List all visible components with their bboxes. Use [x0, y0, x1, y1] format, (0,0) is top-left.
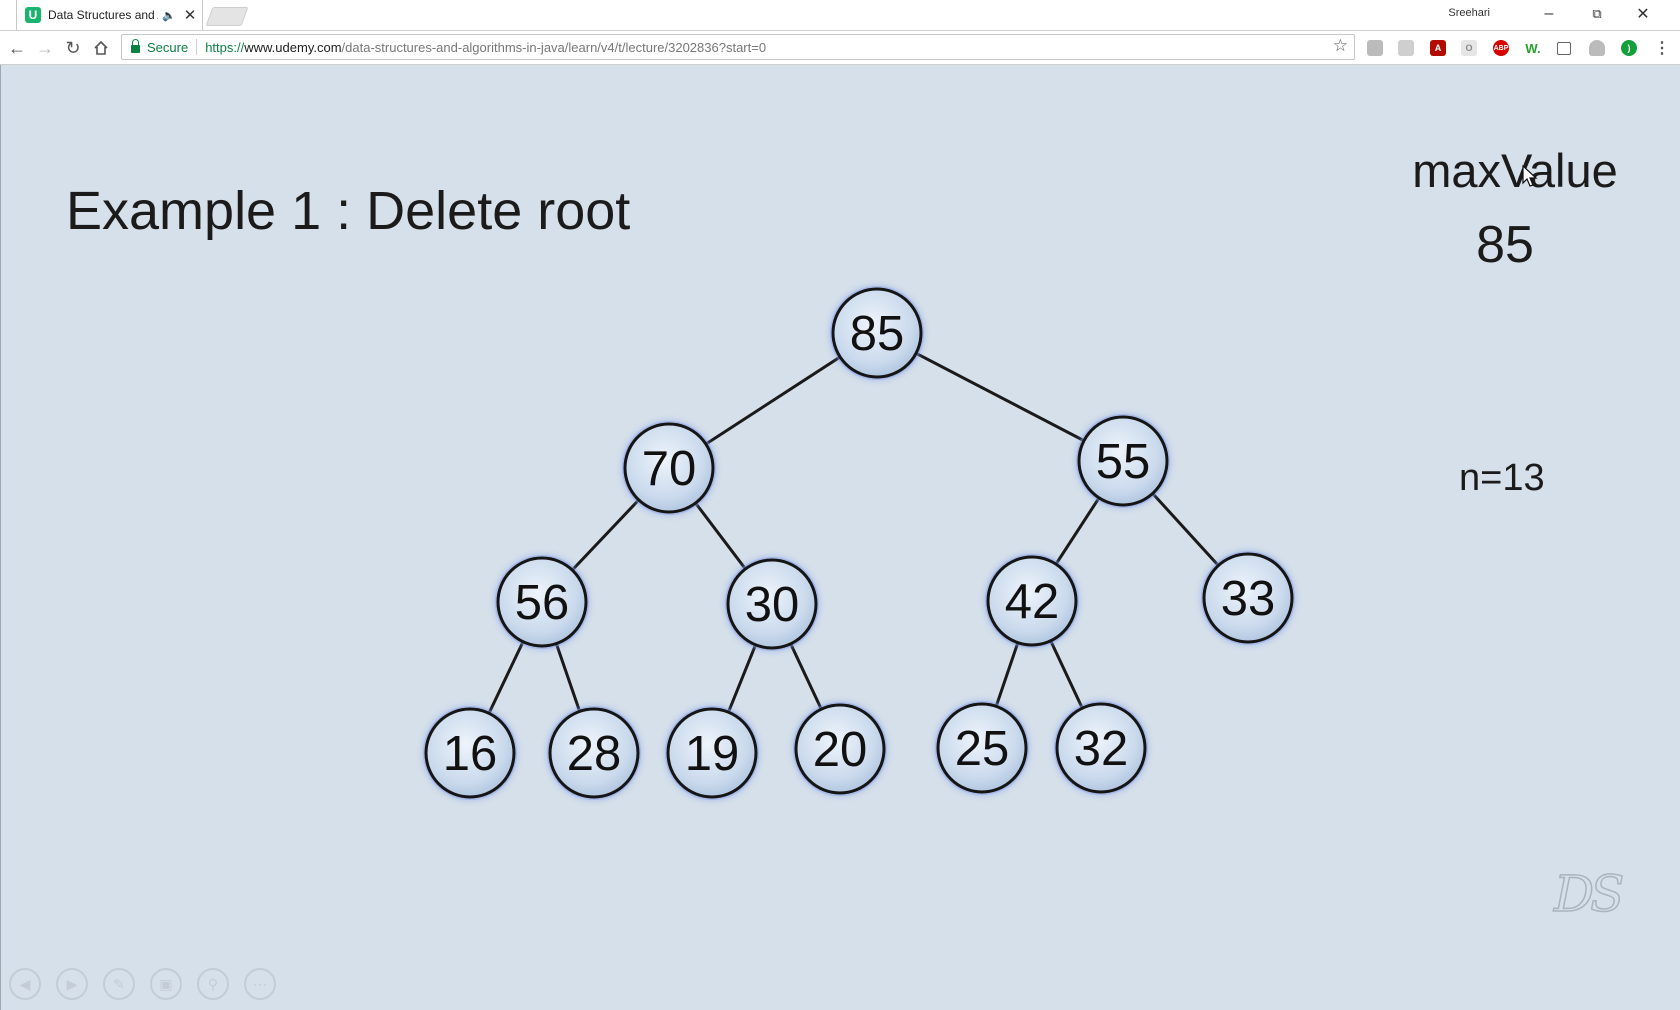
node-value: 20	[813, 723, 868, 777]
extension-icon[interactable]	[1398, 40, 1414, 56]
node-value: 30	[745, 578, 800, 632]
browser-tab[interactable]: U Data Structures and A 🔈 ✕	[16, 0, 203, 30]
node-value: 32	[1074, 722, 1129, 776]
zoom-button[interactable]: ⚲	[197, 968, 229, 1000]
mouse-cursor-icon	[1522, 165, 1538, 187]
node-circle	[726, 558, 818, 650]
tree-node: 55	[1076, 414, 1170, 508]
ds-logo-watermark: DS	[1553, 864, 1625, 924]
minimize-button[interactable]: –	[1544, 5, 1554, 22]
node-value: 25	[955, 722, 1010, 776]
adblock-icon[interactable]: ABP	[1493, 40, 1509, 56]
close-window-button[interactable]: ✕	[1636, 6, 1650, 23]
node-value: 28	[567, 727, 622, 781]
node-circle	[1055, 702, 1147, 794]
tree-node: 19	[665, 706, 759, 800]
menu-icon[interactable]: ⋮	[1654, 40, 1670, 57]
pdf-extension-icon[interactable]: A	[1430, 40, 1446, 56]
reload-button[interactable]: ↻	[65, 37, 81, 58]
node-circle	[623, 422, 715, 514]
node-circle	[424, 707, 516, 799]
tree-node: 70	[622, 421, 716, 515]
url-text[interactable]: https://www.udemy.com/data-structures-an…	[205, 39, 767, 55]
home-button[interactable]	[89, 36, 113, 60]
node-circle	[1202, 552, 1294, 644]
node-value: 16	[443, 727, 498, 781]
tree-node: 20	[793, 702, 887, 796]
lecture-slide: Example 1 : Delete root maxValue 85 n=13…	[0, 65, 1680, 1010]
profile-name[interactable]: Sreehari	[1448, 7, 1490, 19]
node-value: 42	[1005, 575, 1060, 629]
tree-node: 85	[830, 286, 924, 380]
heap-size-label: n=13	[1459, 457, 1545, 499]
more-options-button[interactable]: ⋯	[244, 968, 276, 1000]
extension-w-icon[interactable]: W.	[1525, 40, 1541, 56]
back-button[interactable]: ←	[8, 37, 26, 58]
restore-button[interactable]: ⧉	[1592, 6, 1602, 21]
cloud-extension-icon[interactable]	[1589, 40, 1605, 56]
audio-extension-icon[interactable]: )	[1621, 40, 1637, 56]
forward-button[interactable]: →	[36, 37, 54, 58]
cast-icon[interactable]	[1557, 42, 1571, 55]
tree-node: 42	[985, 554, 1079, 648]
node-circle	[986, 555, 1078, 647]
speaker-icon[interactable]: 🔈	[162, 9, 176, 22]
tab-close-icon[interactable]: ✕	[183, 6, 197, 24]
extension-icon[interactable]: O	[1461, 40, 1477, 56]
node-circle	[666, 707, 758, 799]
slides-view-button[interactable]: ▣	[150, 968, 182, 1000]
node-value: 33	[1221, 572, 1276, 626]
new-tab-button[interactable]	[205, 7, 249, 26]
node-circle	[794, 703, 886, 795]
tree-node: 33	[1201, 551, 1295, 645]
node-circle	[548, 707, 640, 799]
prev-slide-button[interactable]: ◀	[9, 968, 41, 1000]
node-value: 85	[850, 307, 905, 361]
tree-node: 16	[423, 706, 517, 800]
next-slide-button[interactable]: ▶	[56, 968, 88, 1000]
tree-node: 32	[1054, 701, 1148, 795]
node-circle	[496, 556, 588, 648]
tree-node: 30	[725, 557, 819, 651]
presentation-controls: ◀ ▶ ✎ ▣ ⚲ ⋯	[9, 968, 291, 1000]
node-circle	[831, 287, 923, 379]
secure-label: Secure	[147, 39, 189, 55]
node-circle	[1077, 415, 1169, 507]
node-value: 56	[515, 576, 570, 630]
maxvalue-value: 85	[1476, 216, 1534, 274]
tab-title: Data Structures and A	[48, 8, 158, 22]
lock-icon	[131, 39, 140, 53]
tab-strip: U Data Structures and A 🔈 ✕ Sreehari – ⧉…	[0, 0, 1680, 31]
browser-toolbar: ← → ↻ Secure https://www.udemy.com/data-…	[0, 31, 1680, 65]
tree-node: 25	[935, 701, 1029, 795]
tree-node: 56	[495, 555, 589, 649]
tree-node: 28	[547, 706, 641, 800]
bookmark-star-icon[interactable]: ☆	[1332, 36, 1348, 55]
udemy-favicon-icon: U	[25, 7, 41, 23]
pen-tool-button[interactable]: ✎	[103, 968, 135, 1000]
home-icon	[94, 40, 108, 55]
node-value: 70	[642, 442, 697, 496]
heap-tree-diagram: 85 70 55 56 30 42 33 16 28 19 20 25 32	[423, 286, 1295, 800]
node-value: 55	[1096, 435, 1151, 489]
address-bar[interactable]: Secure https://www.udemy.com/data-struct…	[121, 34, 1355, 60]
separator	[196, 39, 198, 55]
maxvalue-label: maxValue	[1412, 144, 1618, 197]
node-value: 19	[685, 727, 740, 781]
extension-icon[interactable]	[1367, 40, 1383, 56]
node-circle	[936, 702, 1028, 794]
slide-title: Example 1 : Delete root	[66, 181, 631, 241]
